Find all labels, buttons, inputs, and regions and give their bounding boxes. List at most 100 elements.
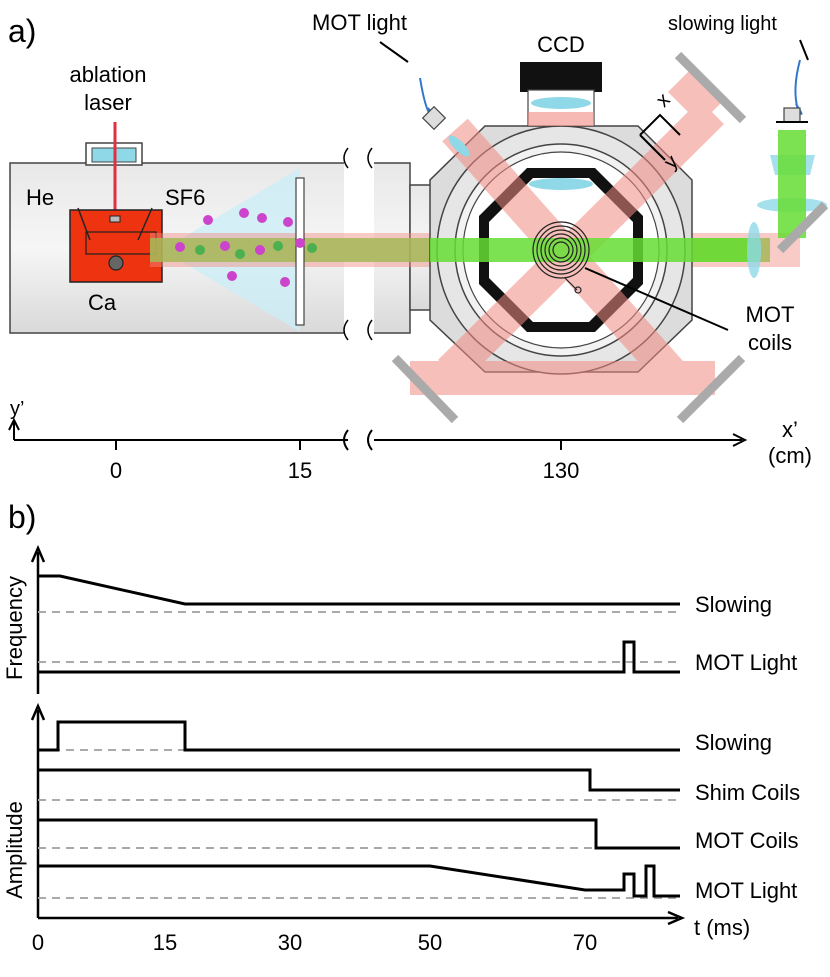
trace-label-amp-motlight: MOT Light <box>695 878 797 903</box>
time-axis-arrow <box>667 910 686 926</box>
x-prime-label: x’ <box>782 417 798 442</box>
molecule-dot <box>227 271 237 281</box>
slowing-lens-3 <box>747 222 761 278</box>
local-axis-y-line <box>639 134 666 161</box>
mirror-lower-left <box>391 354 459 424</box>
slowing-collimator <box>783 107 801 123</box>
slowing-light-label: slowing light <box>668 13 777 35</box>
panel-b-label: b) <box>8 499 36 535</box>
slowing-beam-vertical <box>778 130 806 238</box>
position-axis-break <box>343 429 373 451</box>
panel-a: a) <box>8 10 829 483</box>
mot-lens <box>448 135 470 157</box>
mot-light-leader <box>379 41 409 63</box>
molecule-dot <box>283 217 293 227</box>
molecule-dot <box>203 215 213 225</box>
y-prime-label: y’ <box>10 398 24 420</box>
panel-a-label: a) <box>8 13 36 49</box>
ccd-camera <box>520 62 602 190</box>
he-label: He <box>26 185 54 210</box>
baselines <box>38 611 680 899</box>
trace-freq-slowing <box>38 574 680 606</box>
mot-coils-spiral <box>532 221 590 294</box>
position-axis <box>8 417 748 451</box>
x-unit-label: (cm) <box>768 443 812 468</box>
sf6-label: SF6 <box>165 185 205 210</box>
trace-amp-motcoils <box>38 818 680 850</box>
mot-coils-label-line2: coils <box>748 330 792 355</box>
molecule-dot <box>239 208 249 218</box>
mot-collimator <box>421 105 447 131</box>
position-axis-y-arrow <box>8 417 20 431</box>
ca-label: Ca <box>88 290 117 315</box>
mirror-upper-right <box>674 51 747 124</box>
frequency-axis-arrow <box>30 544 46 563</box>
trace-label-freq-mot: MOT Light <box>695 650 797 675</box>
slowing-light-leader <box>799 39 809 61</box>
traces <box>38 574 680 898</box>
trace-label-amp-slowing: Slowing <box>695 730 772 755</box>
ca-target <box>108 255 124 271</box>
molecule-dot <box>257 213 267 223</box>
time-tick-0: 0 <box>32 930 44 955</box>
tick-label-15: 15 <box>288 458 312 483</box>
ccd-label: CCD <box>537 32 585 57</box>
trace-amp-shim <box>38 768 680 792</box>
leader-lines <box>379 39 809 331</box>
mirrors <box>391 51 829 424</box>
he-fill-line <box>77 207 91 241</box>
tick-label-0: 0 <box>110 458 122 483</box>
mirror-lower-right <box>676 354 746 424</box>
trace-freq-mot <box>38 640 680 674</box>
ccd-fluorescence <box>528 112 594 126</box>
panel-b: b) Frequency Amplitude <box>2 499 800 955</box>
molecule-dot <box>220 241 230 251</box>
local-axes-lines <box>639 113 681 136</box>
trace-amp-slowing <box>38 720 680 752</box>
ablation-label-line2: laser <box>84 90 132 115</box>
sf6-fill-line <box>137 207 153 241</box>
mot-coils-leader <box>584 267 729 331</box>
slowing-fiber <box>794 59 803 115</box>
aperture-plate <box>295 177 305 326</box>
molecule-dot <box>280 277 290 287</box>
molecule-dot <box>273 241 283 251</box>
molecule-dot <box>307 243 317 253</box>
mot-beam-upper-right <box>667 67 725 125</box>
molecule-dot <box>235 249 245 259</box>
amplitude-axis-label: Amplitude <box>2 801 27 899</box>
molecules <box>175 208 317 287</box>
time-tick-70: 70 <box>573 930 597 955</box>
mot-coils-label-line1: MOT <box>746 302 795 327</box>
slowing-light-launcher <box>747 59 827 278</box>
position-axis-arrow <box>732 433 748 447</box>
ablation-label-line1: ablation <box>69 62 146 87</box>
mirror-slowing <box>776 201 829 254</box>
time-tick-50: 50 <box>418 930 442 955</box>
molecule-dot <box>175 242 185 252</box>
tick-label-130: 130 <box>543 458 580 483</box>
cell-inner <box>85 231 157 255</box>
molecule-dot <box>255 245 265 255</box>
molecule-dot <box>295 238 305 248</box>
trace-label-freq-slowing: Slowing <box>695 592 772 617</box>
local-axes <box>639 113 681 161</box>
ccd-body <box>520 62 602 92</box>
molecule-beam-chamber <box>430 238 760 262</box>
ccd-lens <box>531 97 591 109</box>
trace-amp-motlight <box>38 864 680 898</box>
time-axis-label: t (ms) <box>694 915 750 940</box>
trace-label-amp-motcoils: MOT Coils <box>695 828 799 853</box>
beamline-break-marks <box>343 147 373 341</box>
mot-light-label: MOT light <box>312 10 407 35</box>
time-tick-30: 30 <box>278 930 302 955</box>
chamber-top-lens <box>529 178 593 190</box>
frequency-axis-label: Frequency <box>2 576 27 680</box>
time-tick-15: 15 <box>153 930 177 955</box>
cell-aperture <box>109 215 121 223</box>
mot-light-launcher <box>419 77 470 157</box>
molecule-dot <box>195 245 205 255</box>
amplitude-axis-arrow <box>30 702 46 721</box>
trace-label-amp-shim: Shim Coils <box>695 780 800 805</box>
